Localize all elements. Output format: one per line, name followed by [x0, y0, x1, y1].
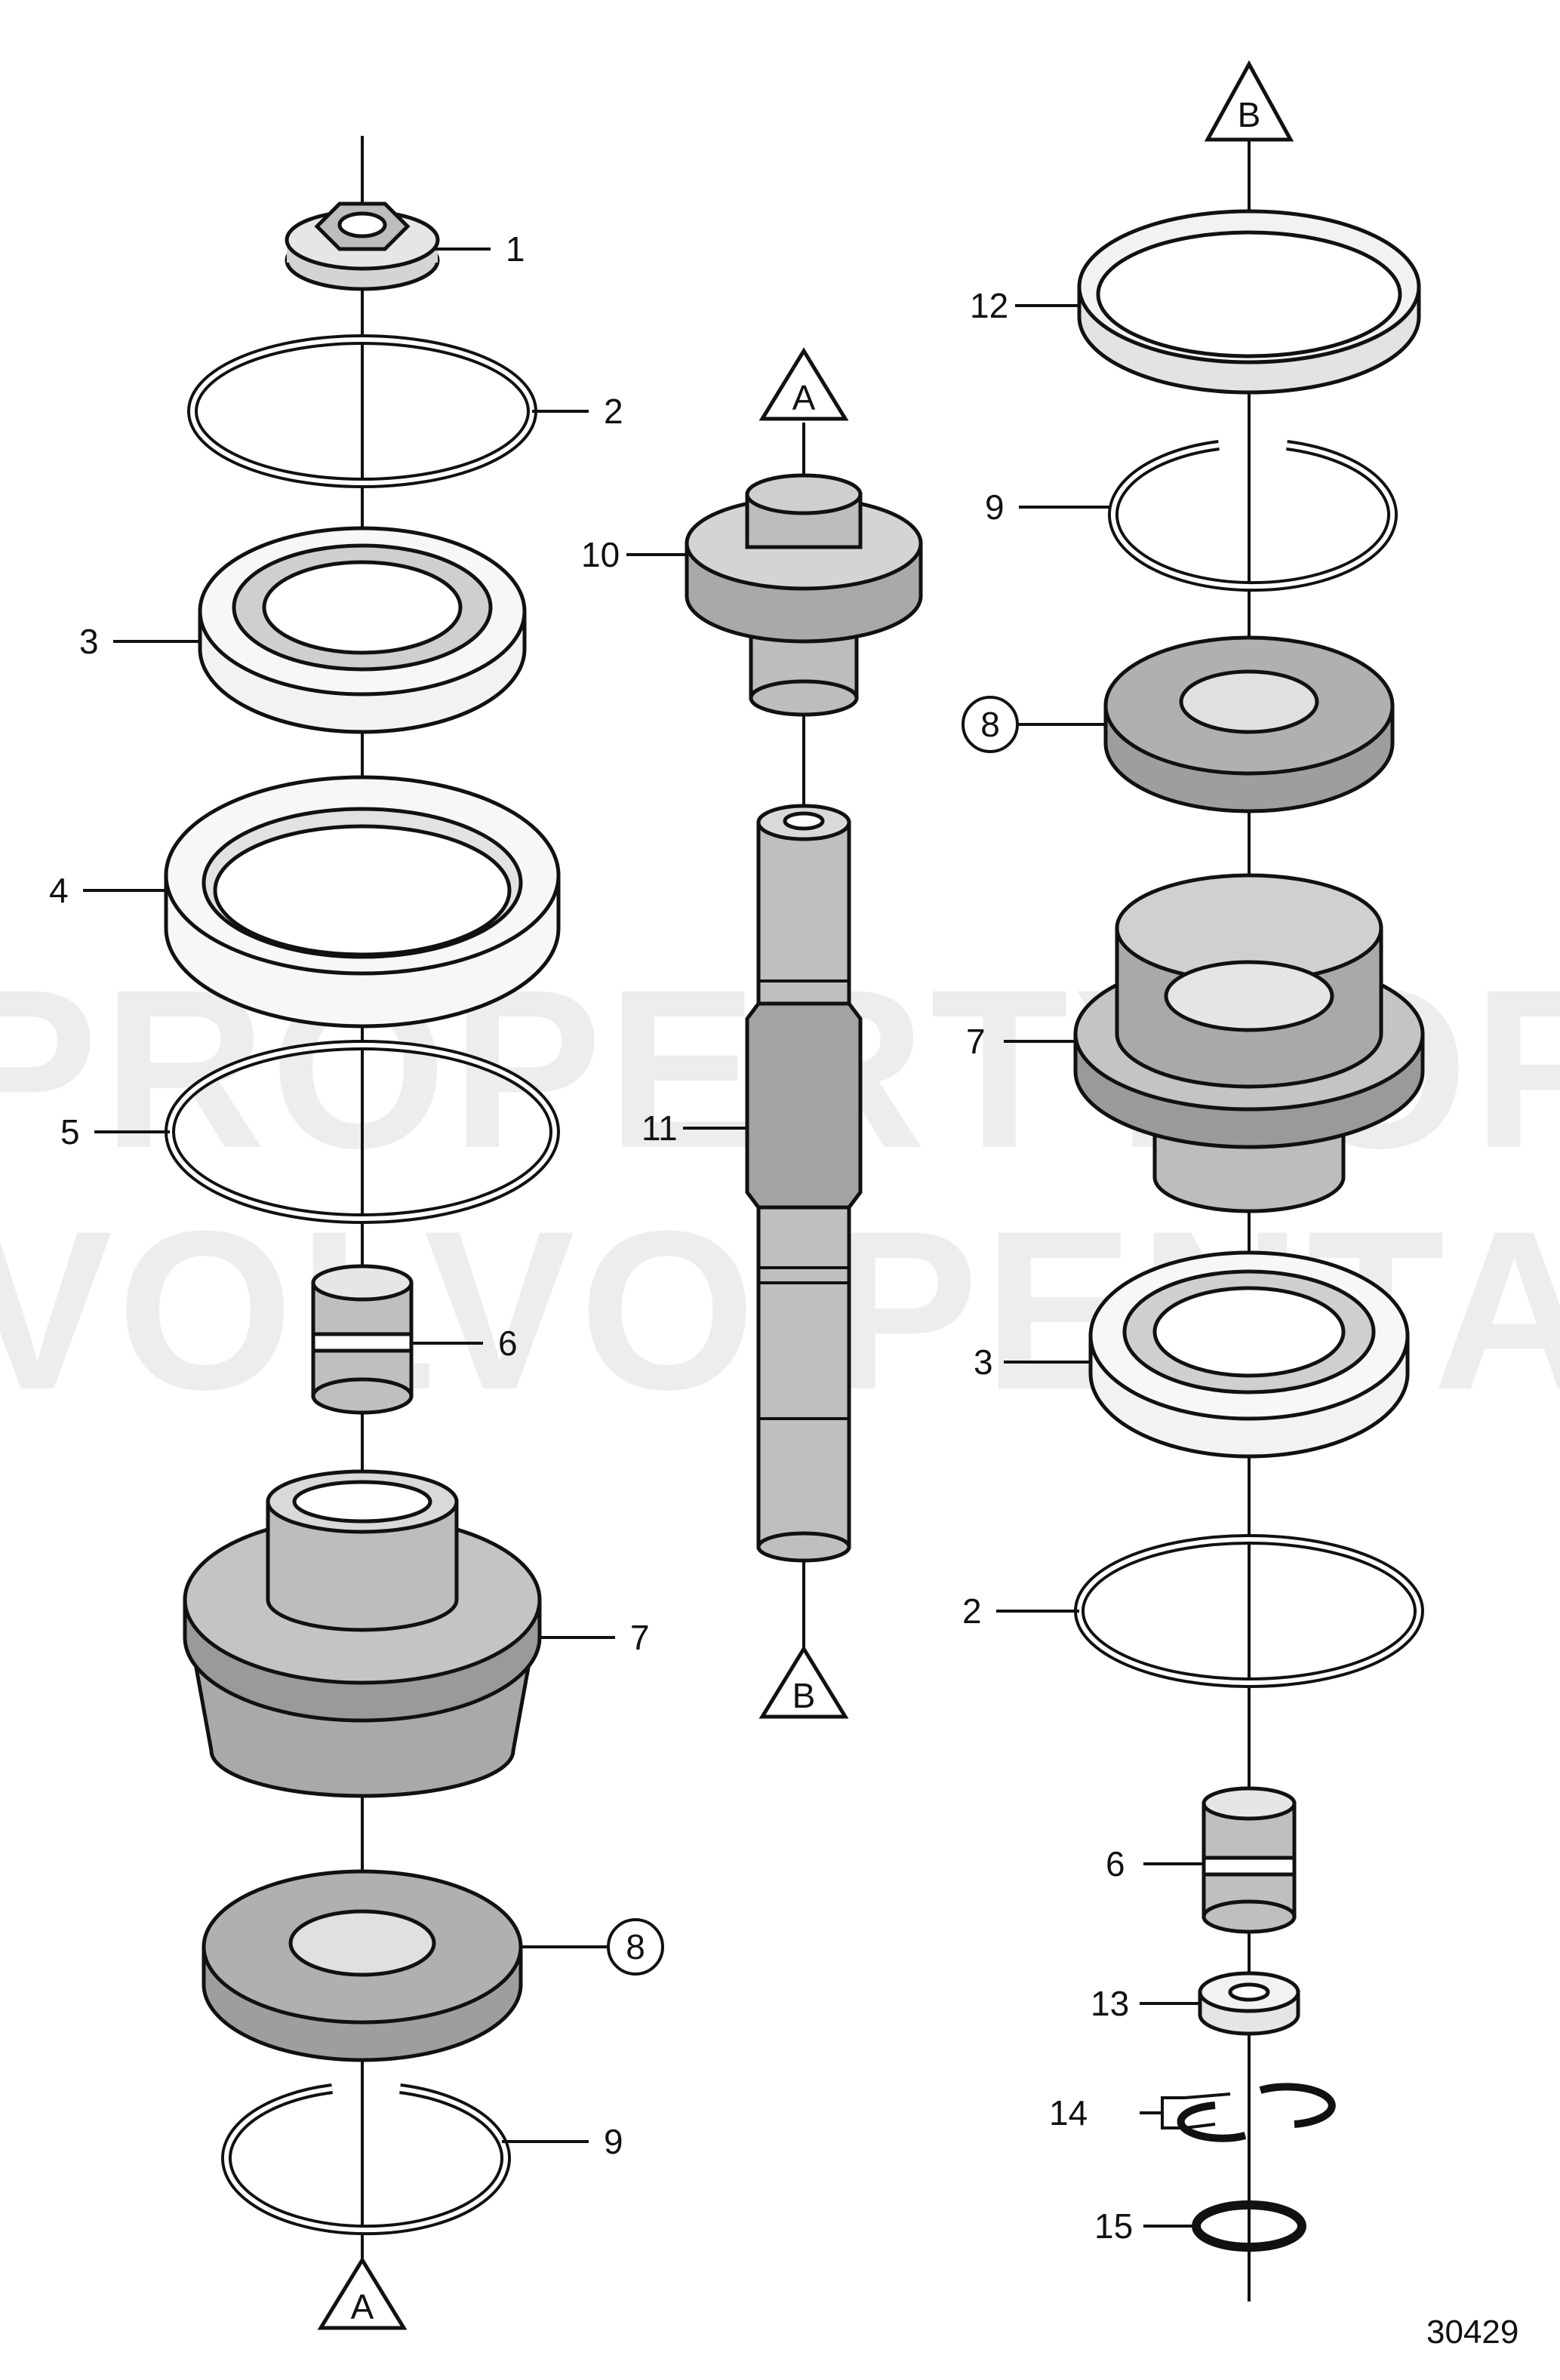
left-leaders: 1 2 3 4 5 6 7 8 9 [49, 229, 664, 2161]
label-11: 11 [642, 1109, 678, 1148]
label-3-right: 3 [974, 1342, 993, 1382]
label-8-circle [607, 1918, 664, 1976]
label-13: 13 [1091, 1984, 1129, 2023]
label-15: 15 [1094, 2206, 1133, 2246]
label-4: 4 [49, 871, 69, 910]
label-9-right: 9 [985, 487, 1005, 527]
part-6-needle-bearing-right [1202, 1786, 1297, 1934]
part-7-clutch-hub [183, 1469, 542, 1798]
label-8: 8 [626, 1927, 645, 1966]
part-6-needle-bearing [311, 1264, 414, 1415]
part-11-shaft [745, 804, 863, 1563]
part-3-bearing-right [1088, 1250, 1410, 1459]
label-9: 9 [604, 2122, 623, 2161]
connector-b-top: B [1204, 60, 1294, 142]
right-leaders: 12 9 8 7 3 2 6 13 14 15 [962, 286, 1231, 2246]
label-8-right: 8 [980, 705, 1000, 744]
part-12-threaded-ring [1077, 209, 1421, 395]
svg-text:A: A [351, 2287, 374, 2326]
part-14-circlips [1177, 2083, 1336, 2142]
svg-text:B: B [792, 1676, 816, 1715]
part-8-clutch-discs [202, 1869, 523, 2062]
connector-b-bottom: B [758, 1645, 849, 1719]
label-3: 3 [79, 622, 99, 661]
part-4-cup [164, 775, 561, 1029]
label-7-right: 7 [966, 1022, 986, 1061]
connector-a-bottom: A [317, 2256, 408, 2330]
svg-text:A: A [792, 378, 816, 417]
part-1-nut [285, 201, 440, 291]
label-2-right: 2 [962, 1591, 982, 1631]
part-3-bearing [198, 526, 527, 734]
label-1: 1 [506, 229, 525, 269]
label-10: 10 [581, 535, 620, 574]
label-7: 7 [630, 1618, 650, 1657]
svg-text:B: B [1238, 95, 1261, 134]
label-14: 14 [1049, 2093, 1088, 2132]
center-stack: A B 10 [581, 347, 923, 1719]
label-12: 12 [970, 286, 1008, 325]
label-2: 2 [604, 392, 623, 431]
left-stack: A 1 2 3 4 5 6 7 8 9 [49, 136, 664, 2330]
connector-a-top: A [758, 347, 849, 421]
part-7-clutch-hub-right [1073, 873, 1425, 1213]
label-6-right: 6 [1106, 1844, 1125, 1883]
part-10-pinion-gear [685, 473, 923, 717]
part-8-clutch-discs-right [1103, 635, 1395, 813]
label-8-right-circle [962, 696, 1019, 753]
part-13-washer [1198, 1971, 1300, 2036]
drawing-number: 30429 [1426, 2314, 1518, 2351]
label-5: 5 [60, 1112, 80, 1152]
label-6: 6 [498, 1324, 518, 1363]
right-stack: B [962, 60, 1425, 2302]
